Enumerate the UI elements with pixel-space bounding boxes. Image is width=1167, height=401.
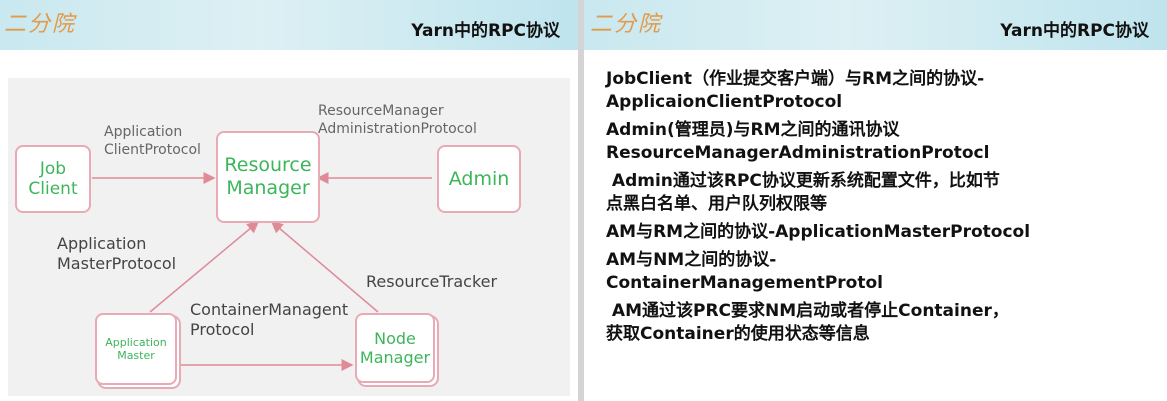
list-item-line: ResourceManagerAdministrationProtocl (606, 143, 990, 163)
slide-title: Yarn中的RPC协议 (411, 21, 560, 41)
list-item-line: AM通过该PRC要求NM启动或者停止Container， (606, 301, 1009, 321)
list-item-line: AM与NM之间的协议- (606, 250, 777, 270)
left-slide: 二分院 Yarn中的RPC协议 Job Client Resource Mana… (0, 0, 578, 401)
node-manager-node: Node Manager (355, 313, 435, 383)
edge-am-to-rm (149, 221, 260, 313)
list-item: Admin(管理员)与RM之间的通讯协议 ResourceManagerAdmi… (606, 119, 1161, 165)
job-client-node: Job Client (15, 145, 91, 213)
edge-label-application-client-protocol: Application ClientProtocol (104, 124, 201, 158)
edge-nm-to-rm (270, 221, 379, 313)
list-item-line: Admin通过该RPC协议更新系统配置文件，比如节 (606, 171, 1000, 191)
diagram-edges (92, 172, 432, 371)
list-item: Admin通过该RPC协议更新系统配置文件，比如节 点黑白名单、用户队列权限等 (606, 170, 1161, 216)
edge-label-application-master-protocol: Application MasterProtocol (57, 234, 177, 273)
slide-header: 二分院 Yarn中的RPC协议 (0, 0, 578, 50)
list-item-line: 点黑白名单、用户队列权限等 (606, 194, 827, 214)
list-item: AM通过该PRC要求NM启动或者停止Container， 获取Container… (606, 300, 1161, 346)
right-slide: 二分院 Yarn中的RPC协议 JobClient（作业提交客户端）与RM之间的… (584, 0, 1167, 401)
resource-manager-node: Resource Manager (216, 131, 320, 223)
application-master-node: Application Master (95, 313, 177, 385)
edge-label-rm-administration-protocol: ResourceManager AdministrationProtocol (318, 103, 477, 137)
slide-header: 二分院 Yarn中的RPC协议 (584, 0, 1167, 50)
list-item-line: AM与RM之间的协议-ApplicationMasterProtocol (606, 222, 1031, 242)
list-item-line: JobClient（作业提交客户端）与RM之间的协议- (606, 69, 985, 89)
slide-divider (578, 0, 584, 401)
protocol-list: JobClient（作业提交客户端）与RM之间的协议- ApplicaionCl… (606, 68, 1161, 351)
logo: 二分院 (4, 12, 77, 37)
logo: 二分院 (590, 12, 663, 37)
list-item: JobClient（作业提交客户端）与RM之间的协议- ApplicaionCl… (606, 68, 1161, 114)
list-item-line: ContainerManagementProtol (606, 273, 883, 293)
edge-label-resource-tracker: ResourceTracker (366, 272, 498, 291)
slide-title: Yarn中的RPC协议 (1000, 21, 1149, 41)
list-item-line: Admin(管理员)与RM之间的通讯协议 (606, 120, 900, 140)
list-item-line: 获取Container的使用状态等信息 (606, 324, 870, 344)
list-item: AM与RM之间的协议-ApplicationMasterProtocol (606, 221, 1161, 244)
list-item: AM与NM之间的协议- ContainerManagementProtol (606, 249, 1161, 295)
admin-node: Admin (437, 145, 521, 213)
edge-label-container-managent-protocol: ContainerManagent Protocol (190, 300, 349, 339)
list-item-line: ApplicaionClientProtocol (606, 92, 843, 112)
